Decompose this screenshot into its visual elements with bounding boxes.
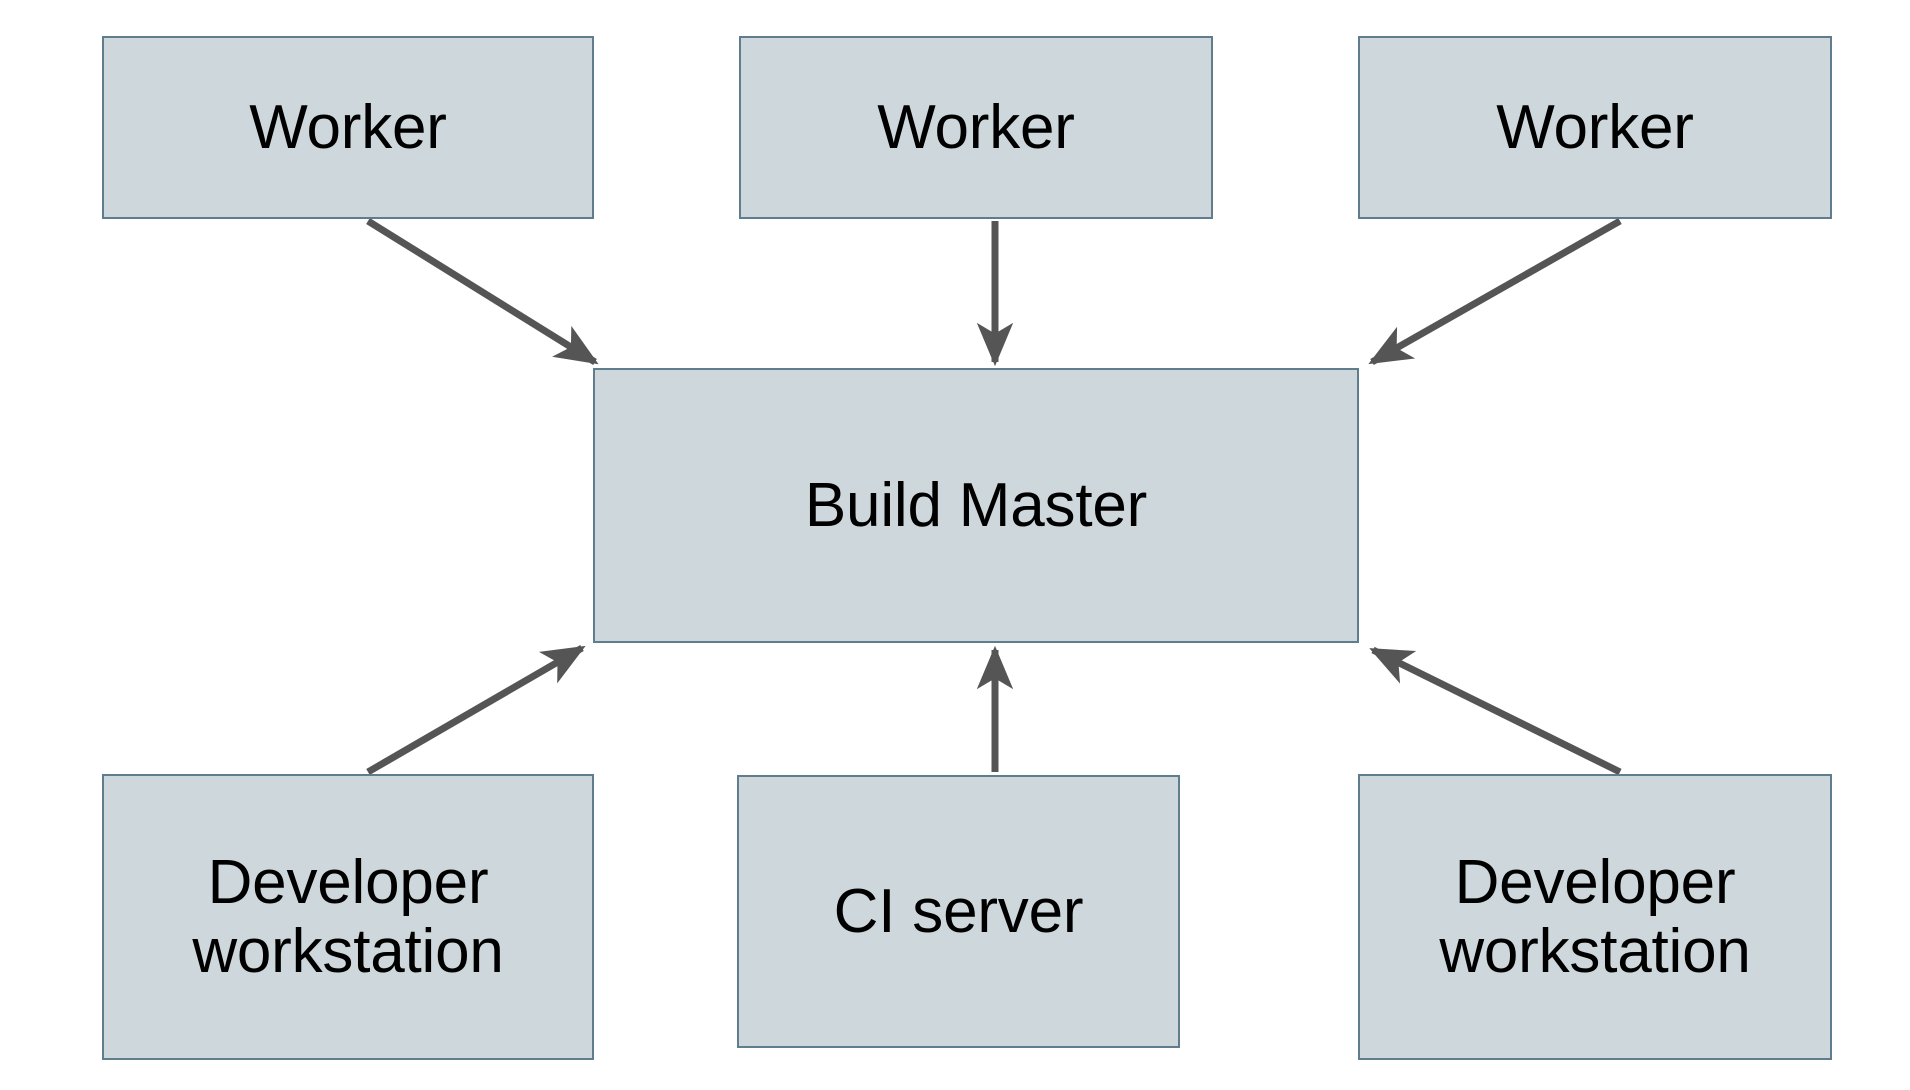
node-developer-workstation-right-label: Developer workstation xyxy=(1439,847,1751,986)
edge-worker-1-to-master xyxy=(366,218,599,365)
node-developer-workstation-right[interactable]: Developer workstation xyxy=(1358,774,1832,1060)
node-build-master[interactable]: Build Master xyxy=(593,368,1359,643)
edge-worker-3-to-master xyxy=(1368,217,1622,366)
node-ci-server[interactable]: CI server xyxy=(737,775,1180,1048)
node-worker-2-label: Worker xyxy=(877,92,1075,162)
edge-dev-ws-right-to-master xyxy=(1369,646,1622,776)
edge-dev-ws-left-to-master xyxy=(366,644,586,776)
node-worker-3-label: Worker xyxy=(1496,92,1694,162)
node-build-master-label: Build Master xyxy=(804,470,1148,540)
node-worker-1[interactable]: Worker xyxy=(102,36,594,219)
node-developer-workstation-left[interactable]: Developer workstation xyxy=(102,774,594,1060)
node-ci-server-label: CI server xyxy=(833,876,1084,946)
node-worker-3[interactable]: Worker xyxy=(1358,36,1832,219)
node-worker-2[interactable]: Worker xyxy=(739,36,1213,219)
node-developer-workstation-left-label: Developer workstation xyxy=(192,847,504,986)
node-worker-1-label: Worker xyxy=(249,92,447,162)
